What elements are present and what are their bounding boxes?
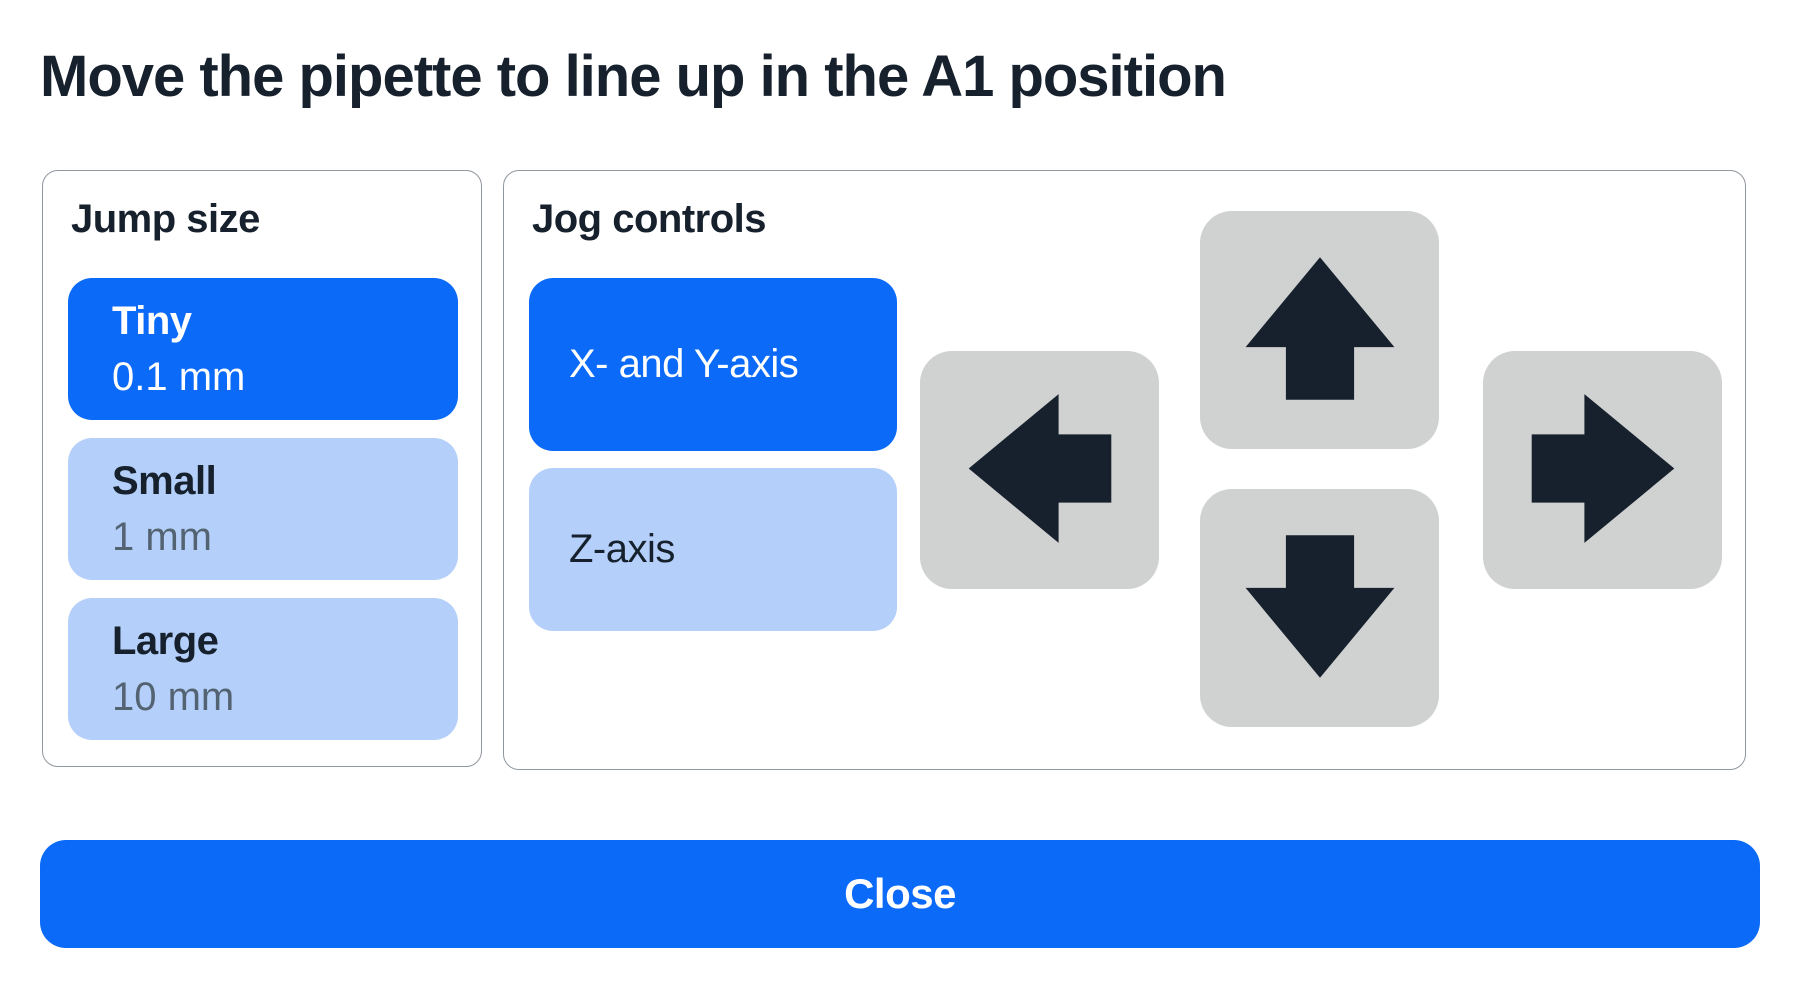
jump-size-small-label: Small	[112, 459, 217, 503]
jog-controls-heading: Jog controls	[532, 197, 767, 241]
jump-size-large-value: 10 mm	[112, 675, 235, 719]
jump-size-panel: Jump size Tiny 0.1 mm Small 1 mm Large 1…	[42, 170, 482, 767]
axis-z-button[interactable]: Z-axis	[529, 468, 897, 631]
arrow-up-icon	[1239, 251, 1401, 409]
axis-xy-button[interactable]: X- and Y-axis	[529, 278, 897, 451]
arrow-right-icon	[1522, 391, 1684, 549]
jump-size-tiny-label: Tiny	[112, 299, 192, 343]
jump-size-small-button[interactable]: Small 1 mm	[68, 438, 458, 580]
jump-size-large-label: Large	[112, 619, 219, 663]
jog-down-button[interactable]	[1200, 489, 1439, 727]
arrow-left-icon	[959, 391, 1121, 549]
jump-size-heading: Jump size	[71, 197, 260, 241]
jump-size-small-value: 1 mm	[112, 515, 212, 559]
jog-left-button[interactable]	[920, 351, 1159, 589]
jog-right-button[interactable]	[1483, 351, 1722, 589]
jump-size-tiny-button[interactable]: Tiny 0.1 mm	[68, 278, 458, 420]
jog-controls-panel: Jog controls X- and Y-axis Z-axis	[503, 170, 1746, 770]
page-title: Move the pipette to line up in the A1 po…	[40, 44, 1227, 109]
jump-size-large-button[interactable]: Large 10 mm	[68, 598, 458, 740]
jog-up-button[interactable]	[1200, 211, 1439, 449]
close-button[interactable]: Close	[40, 840, 1760, 948]
arrow-down-icon	[1239, 529, 1401, 687]
jump-size-tiny-value: 0.1 mm	[112, 355, 246, 399]
